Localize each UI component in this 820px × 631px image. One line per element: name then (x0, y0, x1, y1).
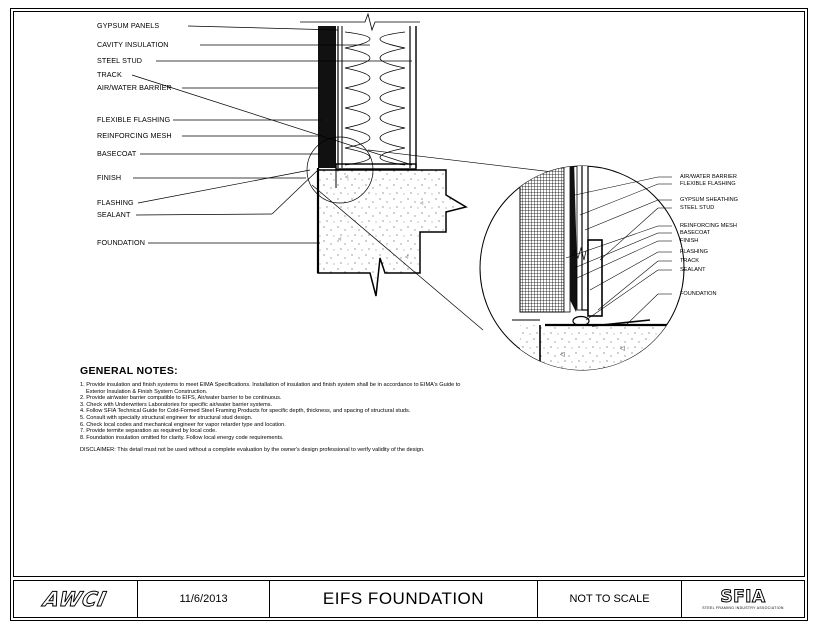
note-item: 4. Follow SFIA Technical Guide for Cold-… (80, 408, 411, 415)
detail-label-sealant: SEALANT (680, 267, 706, 273)
detail-label-flexible-flashing: FLEXIBLE FLASHING (680, 181, 736, 187)
label-foundation: FOUNDATION (97, 238, 145, 247)
main-leader-lines (131, 25, 413, 244)
label-gypsum-panels: GYPSUM PANELS (97, 21, 160, 30)
label-reinforcing-mesh: REINFORCING MESH (97, 131, 172, 140)
detail-callout-circle (306, 136, 374, 204)
drawing-title: EIFS FOUNDATION (270, 581, 538, 617)
detail-label-flashing: FLASHING (680, 249, 708, 255)
label-air-water-barrier: AIR/WATER BARRIER (97, 83, 172, 92)
label-steel-stud: STEEL STUD (97, 56, 143, 65)
label-track: TRACK (97, 70, 122, 79)
svg-text:◁: ◁ (620, 346, 625, 352)
notes-title: GENERAL NOTES: (80, 365, 178, 377)
note-item: 8. Foundation insulation omitted for cla… (80, 434, 284, 441)
eifs-layer (318, 26, 336, 168)
note-item: 2. Provide air/water barrier compatible … (80, 395, 282, 402)
drawing-date: 11/6/2013 (138, 581, 270, 617)
label-sealant: SEALANT (97, 210, 131, 219)
note-item: 3. Check with Underwriters Laboratories … (80, 401, 273, 408)
label-flexible-flashing: FLEXIBLE FLASHING (97, 115, 171, 124)
detail-label-steel-stud: STEEL STUD (680, 205, 715, 211)
drawing-area (13, 11, 805, 577)
foundation: ◁ ◁ ◁ ◁ (316, 168, 468, 297)
disclaimer: DISCLAIMER: This detail must not be used… (80, 447, 425, 454)
sfia-logo: SFIA (720, 587, 766, 607)
drawing-scale: NOT TO SCALE (538, 581, 682, 617)
title-block: AWCI 11/6/2013 EIFS FOUNDATION NOT TO SC… (13, 580, 805, 618)
detail-label-air-water-barrier: AIR/WATER BARRIER (680, 174, 737, 180)
sfia-logo-subtitle: STEEL FRAMING INDUSTRY ASSOCIATION (702, 606, 784, 610)
note-item: 1. Provide insulation and finish systems… (80, 382, 461, 388)
detail-label-basecoat: BASECOAT (680, 230, 711, 236)
detail-leader-lines (565, 176, 672, 327)
drawing-border (10, 8, 808, 621)
label-basecoat: BASECOAT (97, 149, 137, 158)
wall-section (300, 12, 420, 170)
awci-logo-cell: AWCI (14, 581, 138, 617)
label-cavity-insulation: CAVITY INSULATION (97, 40, 169, 49)
sfia-logo-cell: SFIA STEEL FRAMING INDUSTRY ASSOCIATION (682, 581, 804, 617)
svg-text:◁: ◁ (405, 254, 409, 259)
cavity-insulation-graphic (344, 31, 371, 166)
svg-text:◁: ◁ (420, 200, 424, 205)
detail-label-finish: FINISH (680, 238, 699, 244)
awci-logo: AWCI (41, 587, 110, 612)
svg-text:◁: ◁ (345, 174, 349, 179)
detail-label-track: TRACK (680, 258, 699, 264)
note-item: 7. Provide termite separation as require… (80, 428, 217, 435)
label-flashing: FLASHING (97, 198, 134, 207)
svg-text:◁: ◁ (560, 352, 565, 358)
detail-label-gypsum-sheathing: GYPSUM SHEATHING (680, 197, 739, 203)
svg-text:◁: ◁ (338, 236, 342, 241)
note-item: 6. Check local codes and mechanical engi… (80, 421, 286, 428)
general-notes: GENERAL NOTES: 1. Provide insulation and… (80, 365, 550, 453)
detail-label-foundation: FOUNDATION (680, 291, 717, 297)
detail-label-reinforcing-mesh: REINFORCING MESH (680, 223, 737, 229)
label-finish: FINISH (97, 173, 122, 182)
note-item: 5. Consult with specialty structural eng… (80, 414, 253, 421)
note-item: Exterior Insulation & Finish System Cons… (86, 388, 208, 395)
